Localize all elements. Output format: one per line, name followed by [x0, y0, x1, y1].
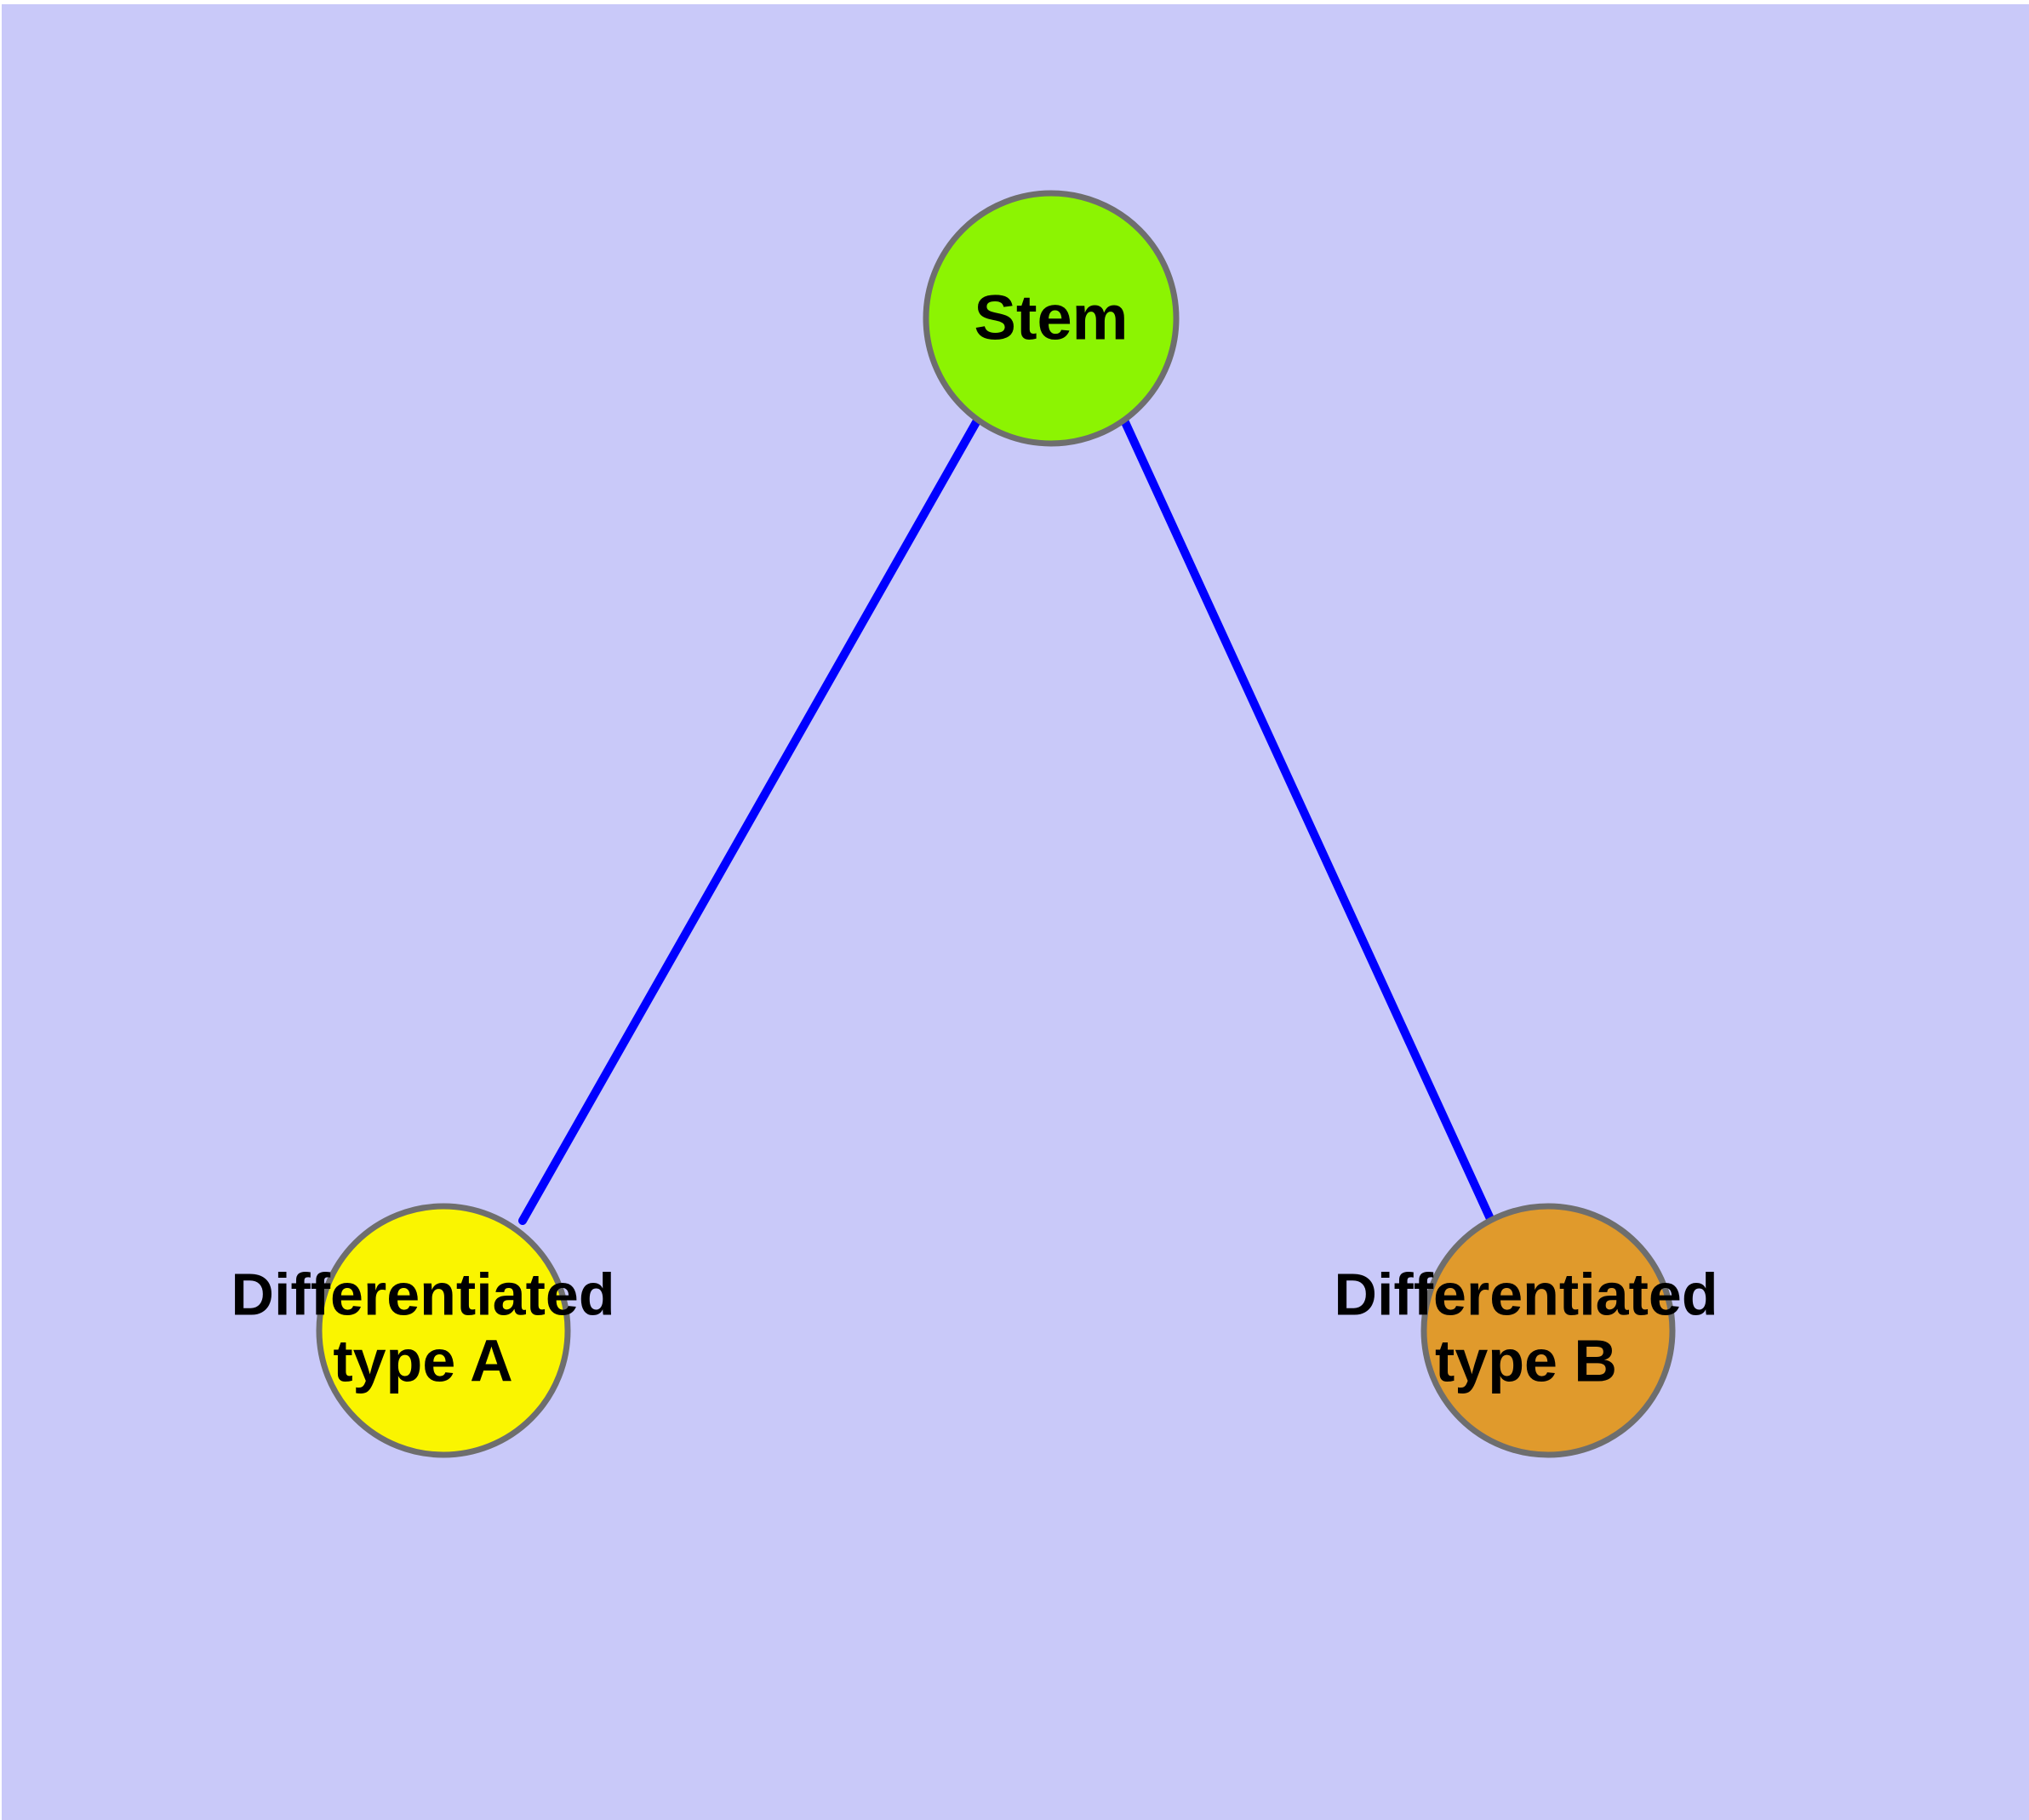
- node-differentiated-type-a[interactable]: [316, 1203, 571, 1458]
- edges-group: [518, 418, 1496, 1227]
- edge-stem-to-differentiated-type-b[interactable]: [1121, 418, 1496, 1227]
- node-stem[interactable]: [923, 190, 1180, 447]
- edge-stem-to-differentiated-type-a[interactable]: [518, 418, 980, 1225]
- node-differentiated-type-b[interactable]: [1420, 1203, 1676, 1458]
- nodes-group: [316, 190, 1676, 1458]
